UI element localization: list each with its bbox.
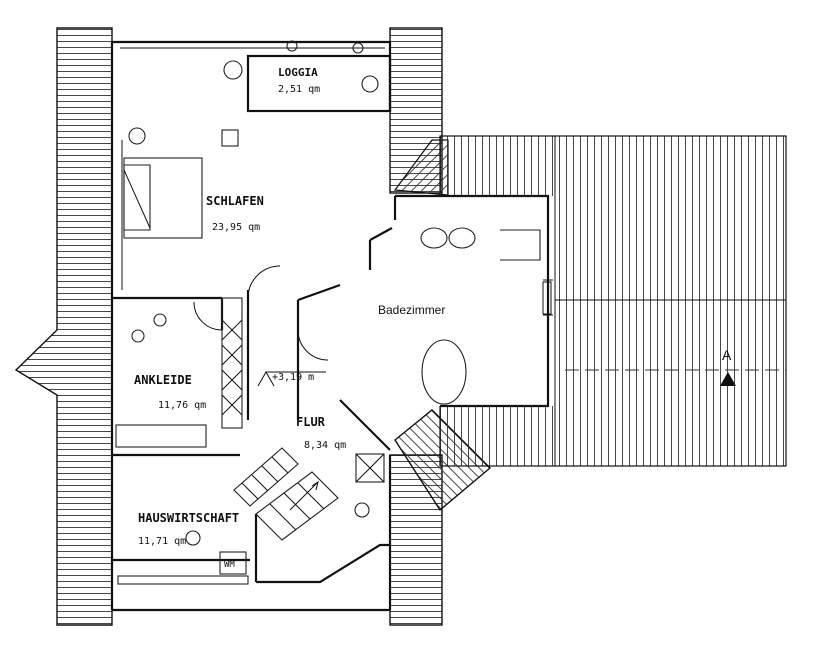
badezimmer-room: Badezimmer bbox=[378, 227, 541, 405]
wm-label: WM bbox=[224, 560, 235, 570]
schlafen-room: SCHLAFEN 23,95 qm bbox=[121, 60, 264, 290]
schlafen-area: 23,95 qm bbox=[212, 222, 260, 233]
roof-right bbox=[395, 135, 787, 467]
hauswirtschaft-label: HAUSWIRTSCHAFT bbox=[138, 511, 239, 525]
closet-shelving bbox=[115, 297, 243, 448]
plant-icon bbox=[128, 127, 146, 145]
staircase bbox=[233, 447, 390, 584]
plant-icon bbox=[361, 75, 379, 93]
hauswirtschaft-room: HAUSWIRTSCHAFT 11,71 qm WM bbox=[117, 511, 249, 585]
loggia-area: 2,51 qm bbox=[278, 84, 320, 95]
sink-icon bbox=[420, 227, 448, 249]
plant-icon bbox=[352, 42, 364, 54]
badezimmer-label: Badezimmer bbox=[378, 303, 445, 317]
loggia-room: LOGGIA 2,51 qm bbox=[120, 40, 392, 113]
loggia-label: LOGGIA bbox=[278, 66, 318, 79]
ankleide-area: 11,76 qm bbox=[158, 400, 206, 411]
plant-icon bbox=[286, 40, 298, 52]
plant-icon bbox=[354, 502, 370, 518]
sink-icon bbox=[185, 530, 201, 546]
plant-icon bbox=[223, 60, 243, 80]
plant-icon bbox=[153, 313, 167, 327]
section-label: A bbox=[722, 347, 732, 363]
level-mark: +3,19 m bbox=[257, 370, 326, 387]
section-marker: A bbox=[565, 347, 786, 386]
roof-left bbox=[14, 27, 113, 626]
section-arrow-icon bbox=[720, 372, 736, 386]
outer-walls bbox=[110, 40, 553, 612]
ankleide-label: ANKLEIDE bbox=[134, 373, 192, 387]
hauswirtschaft-area: 11,71 qm bbox=[138, 536, 186, 547]
plant-icon bbox=[131, 329, 145, 343]
schlafen-label: SCHLAFEN bbox=[206, 194, 264, 208]
flur-room: FLUR 8,34 qm bbox=[296, 399, 391, 483]
flur-label: FLUR bbox=[296, 415, 326, 429]
flur-area: 8,34 qm bbox=[304, 440, 346, 451]
bathtub-icon bbox=[421, 339, 467, 405]
bed-icon bbox=[123, 157, 203, 239]
sink-icon bbox=[448, 227, 476, 249]
washing-machine-box bbox=[219, 551, 247, 575]
level-mark-text: +3,19 m bbox=[272, 372, 314, 383]
chair-icon bbox=[221, 129, 239, 147]
